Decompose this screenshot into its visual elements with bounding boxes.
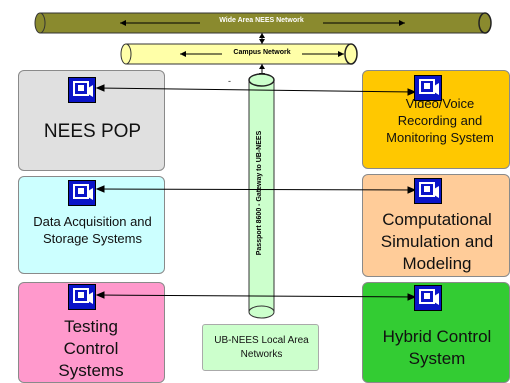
campus-network-label: Campus Network (233, 49, 291, 56)
computational-box: Computational Simulation and Modeling (362, 174, 510, 277)
data-acquisition-label: Data Acquisition and Storage Systems (33, 214, 152, 246)
hybrid-control-label: Hybrid Control System (382, 327, 492, 368)
workstation-icon (414, 285, 442, 311)
local-area-networks-label: UB-NEES Local Area Networks (214, 335, 309, 360)
testing-control-label: Testing Control Systems (58, 317, 124, 380)
nees-pop-label: NEES POP (43, 121, 142, 142)
wide-area-network-label: Wide Area NEES Network (219, 17, 304, 24)
workstation-icon (68, 77, 96, 103)
workstation-icon (68, 180, 96, 206)
workstation-icon (414, 178, 442, 204)
computational-label: Computational Simulation and Modeling (380, 210, 494, 273)
workstation-icon (414, 75, 442, 101)
dash-mark: - (228, 76, 231, 86)
local-area-networks-box: UB-NEES Local Area Networks (202, 324, 319, 371)
workstation-icon (68, 284, 96, 310)
